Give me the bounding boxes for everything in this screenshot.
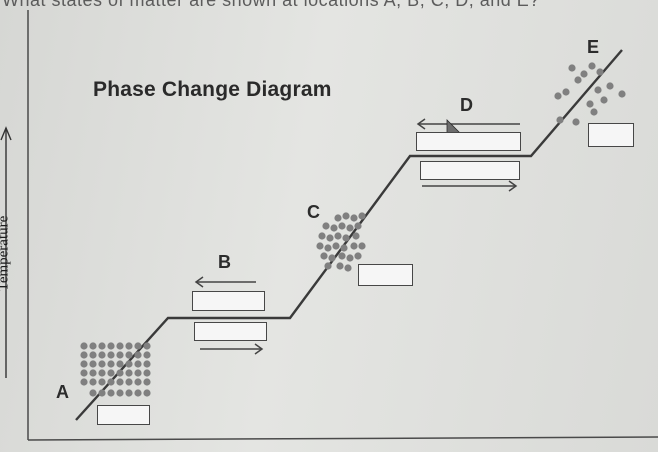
point-label-c: C [307, 202, 320, 222]
answer-box-c[interactable] [358, 264, 413, 286]
answer-box-d-top[interactable] [416, 132, 521, 151]
particles-gas-e [554, 62, 626, 126]
particles-liquid-c [316, 212, 366, 272]
answer-box-b-top[interactable] [192, 291, 265, 311]
point-label-b: B [218, 252, 231, 272]
point-label-e: E [587, 37, 600, 57]
question-text-cropped: What states of matter are shown at locat… [2, 0, 540, 10]
y-axis-label: Temperature [0, 215, 12, 292]
answer-box-a[interactable] [97, 405, 150, 425]
x-axis-line [27, 436, 658, 441]
point-label-d: D [460, 95, 473, 115]
answer-box-d-bottom[interactable] [420, 161, 520, 180]
answer-box-e[interactable] [588, 123, 634, 147]
answer-box-b-bottom[interactable] [194, 322, 267, 341]
diagram-title: Phase Change Diagram [93, 78, 332, 101]
heating-curve [75, 49, 623, 421]
point-label-a: A [56, 382, 69, 402]
arrow-up-icon [0, 126, 12, 141]
particles-solid-a [80, 342, 151, 397]
